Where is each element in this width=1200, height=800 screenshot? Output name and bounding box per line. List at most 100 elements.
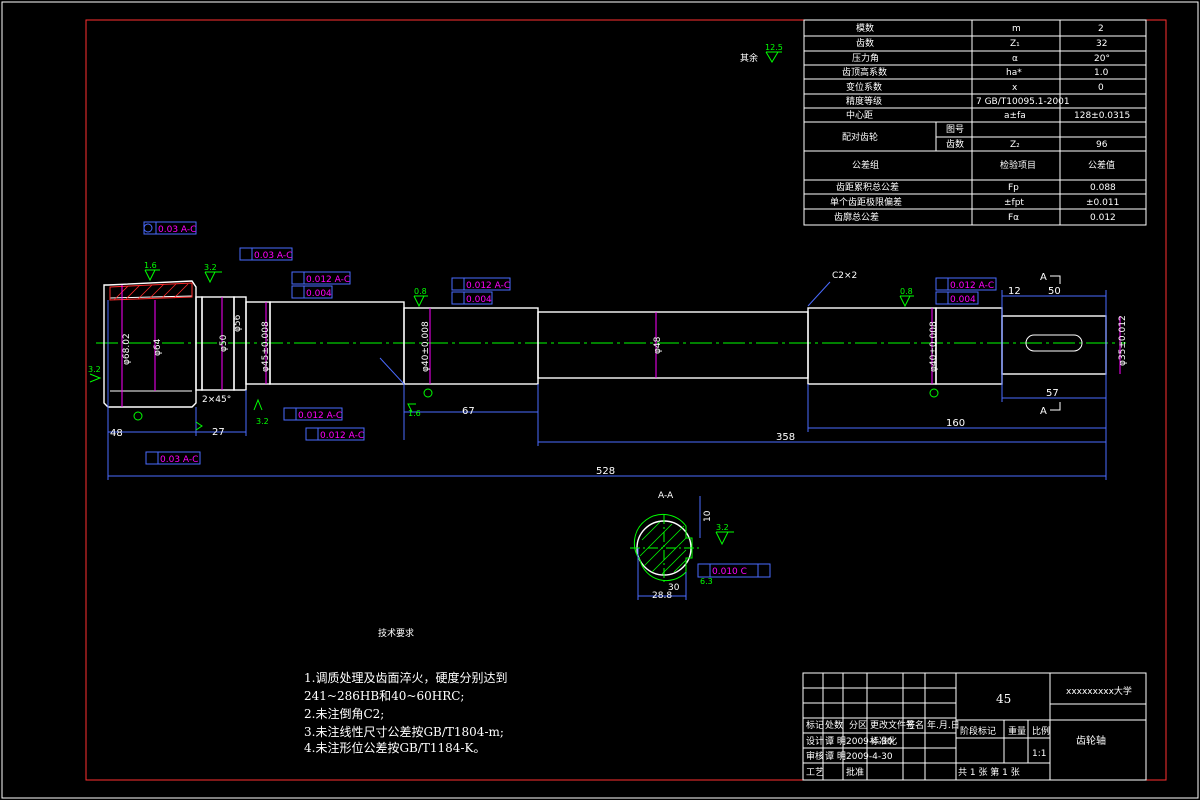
roughness-other: 其余 12.5 xyxy=(740,43,783,64)
param-symbol-3: α xyxy=(1012,54,1018,64)
inner-border xyxy=(85,19,1167,781)
roughness-other-label: 其余 xyxy=(740,52,758,64)
dim-d64: φ64 xyxy=(153,338,163,356)
roughness-0-8b: 0.8 xyxy=(900,287,913,296)
keyway xyxy=(1025,334,1083,352)
dim-358: 358 xyxy=(776,432,795,443)
tol-frame-6: 0.004 xyxy=(466,295,492,305)
title-label-mark: 标记 xyxy=(806,719,824,731)
param-symbol-1: m xyxy=(1012,24,1021,34)
section-mark-top: A xyxy=(1040,272,1047,283)
param-symbol-12: Fα xyxy=(1008,213,1019,223)
section-aa-label: A-A xyxy=(658,491,674,501)
dim-12: 12 xyxy=(1008,286,1021,297)
param-name-2: 齿数 xyxy=(856,37,874,49)
param-name-10: 齿距累积总公差 xyxy=(836,181,899,193)
gear-hatch-area xyxy=(109,282,193,301)
param-value-7: 128±0.0315 xyxy=(1074,111,1130,121)
param-symbol-10: Fp xyxy=(1008,183,1019,193)
dim-50: 50 xyxy=(1048,286,1061,297)
output-end xyxy=(1001,315,1107,375)
tol-frame-3: 0.012 A-C xyxy=(306,275,350,285)
title-label-count: 处数 xyxy=(825,719,843,731)
title-scale-label: 比例 xyxy=(1032,725,1050,737)
dim-160: 160 xyxy=(946,418,965,429)
param-name-9: 公差组 xyxy=(852,159,879,171)
param-value-4: 1.0 xyxy=(1094,68,1109,78)
title-label-zone: 分区 xyxy=(849,720,867,731)
param-value-8: 96 xyxy=(1096,140,1108,150)
param-symbol-8: Z₂ xyxy=(1010,140,1020,150)
tech-note-3: 2.未注倒角C2; xyxy=(304,706,384,721)
param-value-3: 20° xyxy=(1094,54,1110,64)
dim-d48: φ48 xyxy=(653,336,663,354)
tech-requirements-title: 技术要求 xyxy=(378,627,414,639)
tol-frame-9: 0.012 A-C xyxy=(298,411,342,421)
param-value-11: ±0.011 xyxy=(1086,198,1119,208)
tol-frame-4: 0.004 xyxy=(306,289,332,299)
tol-frame-5: 0.012 A-C xyxy=(466,281,510,291)
param-symbol-7: a±fa xyxy=(1004,111,1026,121)
dim-d40a: φ40±0.008 xyxy=(421,321,431,372)
title-sheets: 共 1 张 第 1 张 xyxy=(958,766,1020,778)
param-symbol-11: ±fpt xyxy=(1004,198,1024,208)
roughness-marks xyxy=(89,269,914,546)
param-value-5: 0 xyxy=(1098,83,1104,93)
title-design: 设计 xyxy=(806,735,824,747)
param-sub1: 图号 xyxy=(946,124,964,135)
tol-frame-7: 0.012 A-C xyxy=(950,281,994,291)
roughness-other-value: 12.5 xyxy=(765,43,783,52)
param-name-5: 变位系数 xyxy=(846,81,882,93)
tol-frame-11: 0.03 A-C xyxy=(160,455,198,465)
param-name-4: 齿顶高系数 xyxy=(842,66,887,78)
title-label-change: 更改文件号 xyxy=(870,719,915,731)
title-reviewer: 谭 明 xyxy=(825,751,846,762)
tolerance-frames xyxy=(143,221,997,578)
dim-67: 67 xyxy=(462,406,475,417)
section-dim-30: 30 xyxy=(668,583,680,593)
param-name-3: 压力角 xyxy=(852,52,879,64)
tol-frame-1: 0.03 A-C xyxy=(158,225,196,235)
param-name-6: 精度等级 xyxy=(846,95,882,107)
param-symbol-9: 检验项目 xyxy=(1000,159,1036,171)
param-value-1: 2 xyxy=(1098,24,1104,34)
param-name-8: 配对齿轮 xyxy=(842,131,878,143)
dim-d35: φ35±0.012 xyxy=(1118,315,1128,366)
tol-frame-2: 0.03 A-C xyxy=(254,251,292,261)
title-scale: 1:1 xyxy=(1032,749,1046,759)
dim-27: 27 xyxy=(212,427,225,438)
title-process: 工艺 xyxy=(806,767,824,778)
tol-frame-10: 0.012 A-C xyxy=(320,431,364,441)
title-design-date: 2009-4-30 xyxy=(846,737,893,747)
param-name-11: 单个齿距极限偏差 xyxy=(830,196,902,208)
tech-note-4: 3.未注线性尺寸公差按GB/T1804-m; xyxy=(304,724,504,739)
tol-frame-8: 0.004 xyxy=(950,295,976,305)
datum-c-circle xyxy=(929,388,939,398)
title-material: 45 xyxy=(996,692,1011,706)
title-school: xxxxxxxxx大学 xyxy=(1066,685,1132,697)
section-dim-10: 10 xyxy=(703,510,713,522)
roughness-1-6: 1.6 xyxy=(144,261,157,270)
chamfer-label: 2×45° xyxy=(202,395,231,405)
param-symbol-6: 7 GB/T10095.1-2001 xyxy=(976,97,1070,107)
section-mark-bottom: A xyxy=(1040,406,1047,417)
title-weight: 重量 xyxy=(1008,725,1026,737)
param-name-7: 中心距 xyxy=(846,109,873,121)
roughness-3-2d: 3.2 xyxy=(88,365,101,374)
tol-frame-12: 0.010 C xyxy=(712,567,747,577)
dim-57: 57 xyxy=(1046,388,1059,399)
title-block xyxy=(802,672,1147,781)
section-aa: A-A 28.8 30 10 xyxy=(630,491,713,601)
datum-a-circle xyxy=(133,411,143,421)
param-symbol-5: x xyxy=(1012,83,1018,93)
dim-d40b: φ40±0.008 xyxy=(929,321,939,372)
section-dim-28-8: 28.8 xyxy=(652,591,672,601)
dim-528: 528 xyxy=(596,466,615,477)
dim-d45: φ45±0.008 xyxy=(261,321,271,372)
param-value-10: 0.088 xyxy=(1090,183,1116,193)
title-review: 审核 xyxy=(806,750,824,762)
chamfer2-label: C2×2 xyxy=(832,271,857,281)
param-symbol-4: ha* xyxy=(1006,68,1022,78)
